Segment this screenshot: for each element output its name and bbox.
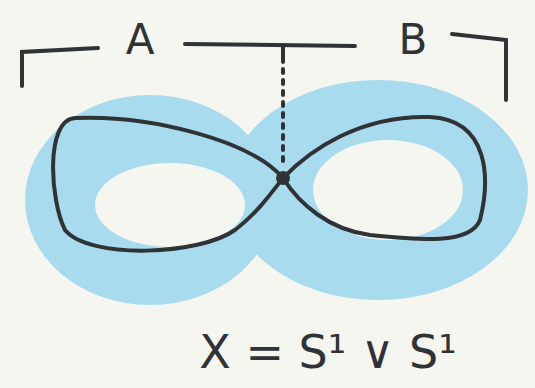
neighborhood: [25, 80, 528, 305]
brackets: [22, 34, 506, 100]
region-label: A: [126, 19, 155, 61]
wedge-point: [276, 171, 290, 185]
region-label: B: [399, 19, 428, 61]
figure-eight: [53, 117, 485, 251]
space-caption: X = S¹ ∨ S¹: [199, 329, 457, 375]
dotted-line: [281, 58, 285, 164]
